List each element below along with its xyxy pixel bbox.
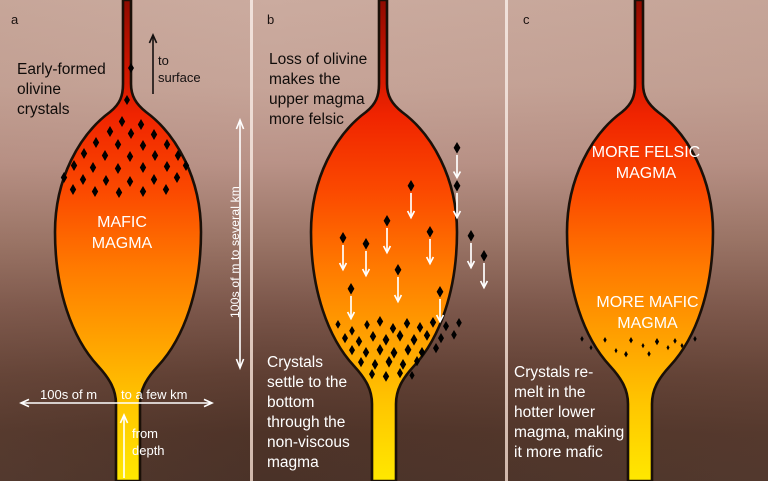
panel-c-remelting-crystals xyxy=(580,336,697,358)
panel-a-caption: Early-formed olivine crystals xyxy=(17,61,106,118)
panel-divider-bc xyxy=(505,0,508,481)
panel-c-magma-system xyxy=(512,0,768,481)
panel-c-magma-svg xyxy=(565,0,715,481)
panel-b-caption-bottom: Crystals settle to the bottom through th… xyxy=(267,354,350,471)
panel-a-magma-svg xyxy=(53,0,203,481)
panel-c-felsic-label: MORE FELSIC MAGMA xyxy=(591,144,701,182)
height-scale-label: 100s of m to several km xyxy=(228,186,242,318)
panel-letter-c: c xyxy=(523,12,530,27)
from-depth-label: from depth xyxy=(132,426,165,458)
panel-b-magma-svg xyxy=(309,0,489,481)
panel-b-magma-system xyxy=(256,0,512,481)
panel-a-magma-label: MAFIC MAGMA xyxy=(91,214,153,252)
panel-c-mafic-label: MORE MAFIC MAGMA xyxy=(596,294,699,332)
width-scale-left-label: 100s of m xyxy=(40,387,98,402)
panel-divider-ab xyxy=(250,0,253,481)
panel-c-caption-bottom: Crystals re- melt in the hotter lower ma… xyxy=(514,364,625,461)
panel-a-magma-system xyxy=(0,0,256,481)
panel-letter-b: b xyxy=(267,12,275,27)
panel-a-olivine-crystals xyxy=(60,63,190,198)
to-surface-label: to surface xyxy=(158,53,201,85)
width-scale-right-label: to a few km xyxy=(121,387,188,402)
panel-letter-a: a xyxy=(11,12,19,27)
panel-b-caption: Loss of olivine makes the upper magma mo… xyxy=(269,51,368,128)
